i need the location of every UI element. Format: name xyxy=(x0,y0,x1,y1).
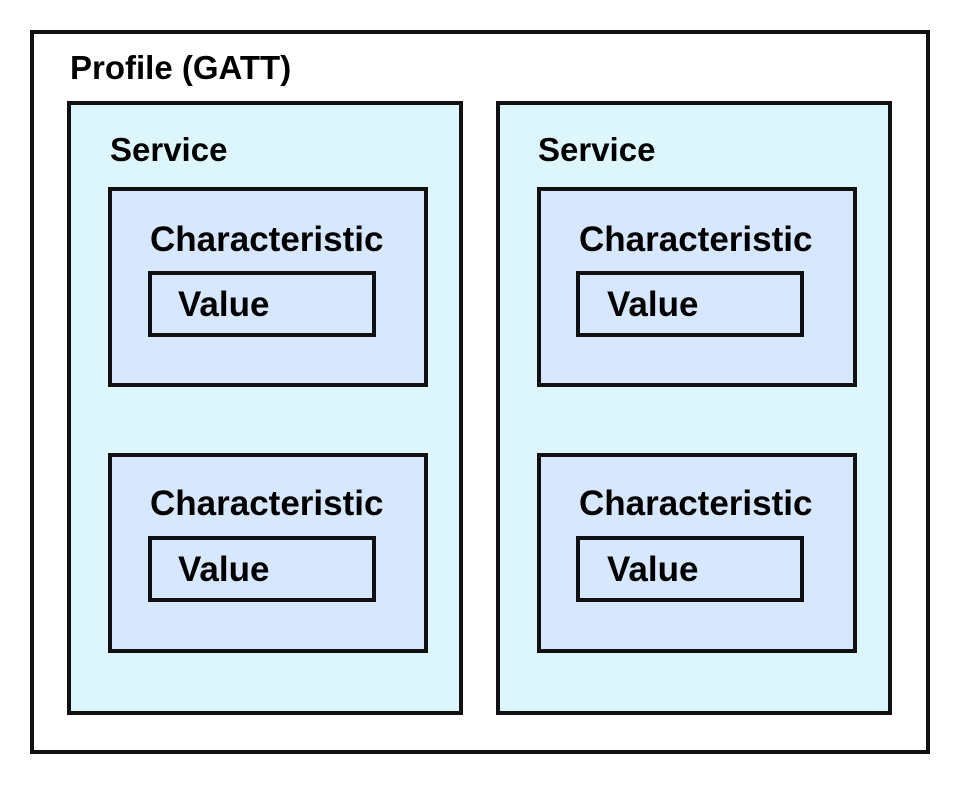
characteristic-label: Characteristic xyxy=(150,484,384,523)
value-box xyxy=(148,271,376,337)
value-label: Value xyxy=(607,550,699,589)
value-box xyxy=(576,271,804,337)
value-label: Value xyxy=(178,285,270,324)
service-label: Service xyxy=(538,131,656,168)
value-label: Value xyxy=(178,550,270,589)
characteristic-label: Characteristic xyxy=(150,220,384,259)
value-box xyxy=(576,536,804,602)
characteristic-label: Characteristic xyxy=(579,484,813,523)
profile-label: Profile (GATT) xyxy=(70,49,292,86)
value-label: Value xyxy=(607,285,699,324)
value-box xyxy=(148,536,376,602)
characteristic-label: Characteristic xyxy=(579,220,813,259)
service-label: Service xyxy=(110,131,228,168)
